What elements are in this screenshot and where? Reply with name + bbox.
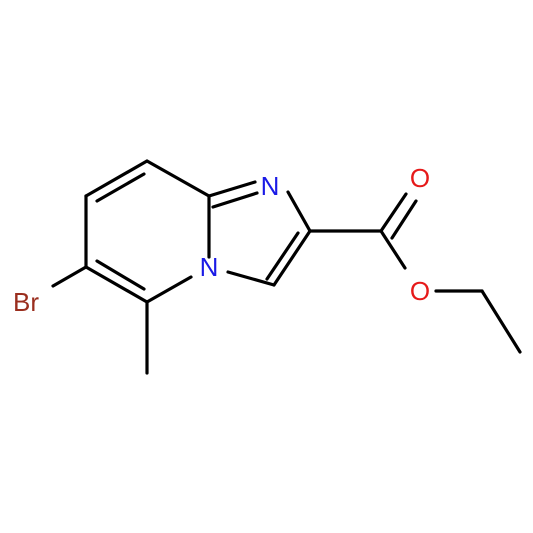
bond-c8-c7 (84, 159, 149, 198)
bond-c8-c7-inner (95, 172, 146, 203)
bond-carbonyl-c-o-double (390, 199, 418, 240)
atom-n-imine: N (261, 171, 280, 201)
atom-n-bridge: N (200, 252, 219, 282)
bond-c3-n4 (226, 270, 276, 287)
bond-c2-c3-double (265, 231, 300, 281)
bond-n1-c2 (286, 190, 312, 233)
bond-carbonyl-c-o (379, 192, 408, 233)
bond-c6-c5 (84, 265, 149, 304)
atom-br: Br (13, 287, 39, 317)
atom-o-carbonyl: O (410, 163, 430, 193)
bond-carbonyl-c-o-ester (379, 229, 407, 270)
bond-c6-br (51, 265, 88, 288)
bond-c8a-n1 (207, 180, 257, 198)
bond-c6-c5-inner (95, 259, 146, 291)
atom-o-ester: O (410, 276, 430, 306)
bond-c2-c3 (272, 229, 312, 287)
bond-ch2-ch3 (480, 289, 522, 354)
bond-c8a-c8 (145, 159, 211, 198)
bond-c8a-n1-double (211, 191, 259, 209)
bond-c5-n4 (145, 275, 193, 304)
